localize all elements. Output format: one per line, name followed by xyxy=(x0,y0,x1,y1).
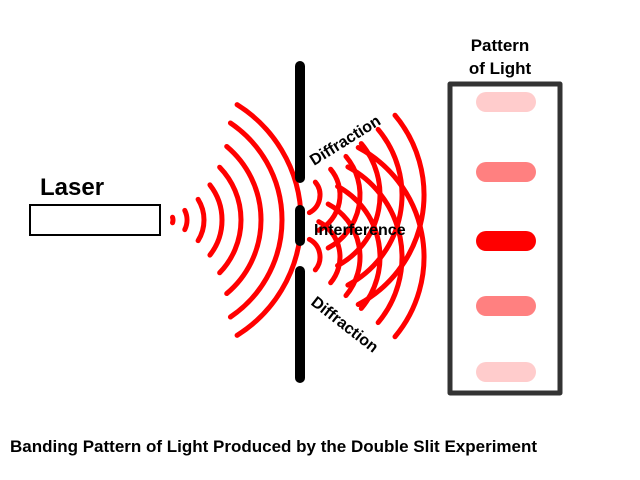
light-band-medium xyxy=(476,162,536,182)
diffracted-wave-arc-top-slit xyxy=(306,179,323,216)
light-bands xyxy=(476,92,536,382)
incident-wave-arc xyxy=(224,143,264,297)
diffracted-wave-arc-top-slit xyxy=(345,126,405,288)
incident-wave-arc xyxy=(195,196,207,244)
diffracted-wave-arc-bottom-slit xyxy=(316,219,343,286)
light-band-faint xyxy=(476,92,536,112)
diffracted-wave-arc-bottom-slit xyxy=(355,145,427,340)
caption: Banding Pattern of Light Produced by the… xyxy=(10,437,537,456)
diffracted-wave-arc-bottom-slit xyxy=(335,183,383,311)
diffracted-wave-arc-top-slit xyxy=(335,141,383,269)
incident-wave-arc xyxy=(227,120,285,320)
light-band-medium xyxy=(476,296,536,316)
pattern-title-line1: Pattern xyxy=(471,36,530,55)
laser-label: Laser xyxy=(40,174,104,201)
light-band-faint xyxy=(476,362,536,382)
diffracted-wave-arc-bottom-slit xyxy=(306,236,323,273)
interference-label: Interference xyxy=(314,222,406,239)
diffracted-wave-arc-bottom-slit xyxy=(345,164,405,326)
incident-wave-arc xyxy=(217,164,244,276)
diffracted-wave-arc-top-slit xyxy=(355,112,427,307)
incident-wave-arc xyxy=(182,207,190,233)
incident-waves xyxy=(170,102,304,338)
diffraction-bottom-label: Diffraction xyxy=(308,294,382,357)
laser-box xyxy=(29,204,161,236)
pattern-title-line2: of Light xyxy=(469,59,532,78)
diffracted-waves xyxy=(306,112,427,340)
light-band-bright xyxy=(476,231,536,251)
incident-wave-arc xyxy=(207,182,225,258)
